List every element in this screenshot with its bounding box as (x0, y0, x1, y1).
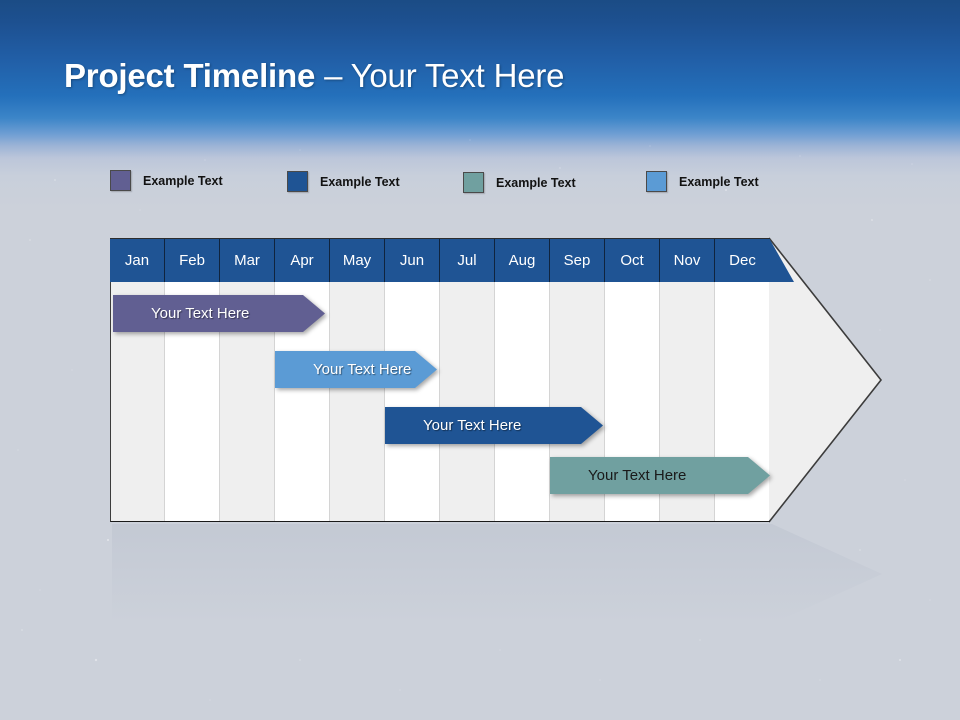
month-header-jan[interactable]: Jan (110, 238, 165, 282)
task-bar-shape (550, 457, 770, 494)
task-bar-shape (385, 407, 603, 444)
task-bar-1[interactable]: Your Text Here (113, 295, 325, 332)
month-header-label: Jun (399, 251, 425, 269)
grid-column-feb (165, 238, 220, 522)
month-header-label: Feb (179, 251, 205, 269)
grid-column-jan (110, 238, 165, 522)
task-bar-label: Your Text Here (588, 467, 687, 484)
page-title-light: Your Text Here (350, 57, 565, 94)
legend-item-3[interactable]: Example Text (463, 172, 576, 193)
task-bar-2[interactable]: Your Text Here (275, 351, 437, 388)
legend-item-1[interactable]: Example Text (110, 170, 223, 191)
grid-column-jul (440, 238, 495, 522)
month-header-dec[interactable]: Dec (715, 238, 770, 282)
task-bar-label: Your Text Here (423, 417, 522, 434)
month-header-label: May (342, 251, 372, 269)
legend-swatch-icon (463, 172, 484, 193)
legend-item-2[interactable]: Example Text (287, 171, 400, 192)
month-header-apr[interactable]: Apr (275, 238, 330, 282)
month-header-mar[interactable]: Mar (220, 238, 275, 282)
month-header-aug[interactable]: Aug (495, 238, 550, 282)
month-header-nov[interactable]: Nov (660, 238, 715, 282)
month-header-label: Sep (563, 251, 591, 269)
task-bar-shape (275, 351, 437, 388)
month-header-jun[interactable]: Jun (385, 238, 440, 282)
month-header-label: Oct (620, 251, 644, 269)
page-title: Project Timeline – Your Text Here (64, 57, 564, 95)
month-header-row: Jan Feb Mar Apr May Jun Jul Aug Sep Oct Nov Dec (110, 238, 770, 282)
legend-swatch-icon (646, 171, 667, 192)
month-header-topline (110, 238, 770, 239)
month-header-label: Jul (457, 251, 477, 269)
legend-swatch-icon (287, 171, 308, 192)
page-title-dash: – (315, 57, 351, 94)
grid-column-aug (495, 238, 550, 522)
task-bar-label: Your Text Here (151, 305, 250, 322)
legend-item-label: Example Text (143, 173, 223, 188)
month-header-may[interactable]: May (330, 238, 385, 282)
grid-column-mar (220, 238, 275, 522)
legend-item-4[interactable]: Example Text (646, 171, 759, 192)
month-header-label: Apr (290, 251, 314, 269)
legend-item-label: Example Text (679, 174, 759, 189)
month-header-label: Jan (124, 251, 150, 269)
task-bar-4[interactable]: Your Text Here (550, 457, 770, 494)
month-header-label: Mar (234, 251, 260, 269)
legend-swatch-icon (110, 170, 131, 191)
project-timeline-chart: Jan Feb Mar Apr May Jun Jul Aug Sep Oct Nov Dec You… (110, 237, 883, 523)
month-header-feb[interactable]: Feb (165, 238, 220, 282)
month-header-label: Aug (508, 251, 536, 269)
task-bar-label: Your Text Here (313, 361, 412, 378)
task-bar-shape (113, 295, 325, 332)
legend-item-label: Example Text (496, 175, 576, 190)
month-header-label: Nov (673, 251, 701, 269)
month-header-oct[interactable]: Oct (605, 238, 660, 282)
month-header-sep[interactable]: Sep (550, 238, 605, 282)
legend-item-label: Example Text (320, 174, 400, 189)
page-title-strong: Project Timeline (64, 57, 316, 94)
month-header-label: Dec (729, 251, 756, 269)
task-bar-3[interactable]: Your Text Here (385, 407, 603, 444)
month-header-jul[interactable]: Jul (440, 238, 495, 282)
